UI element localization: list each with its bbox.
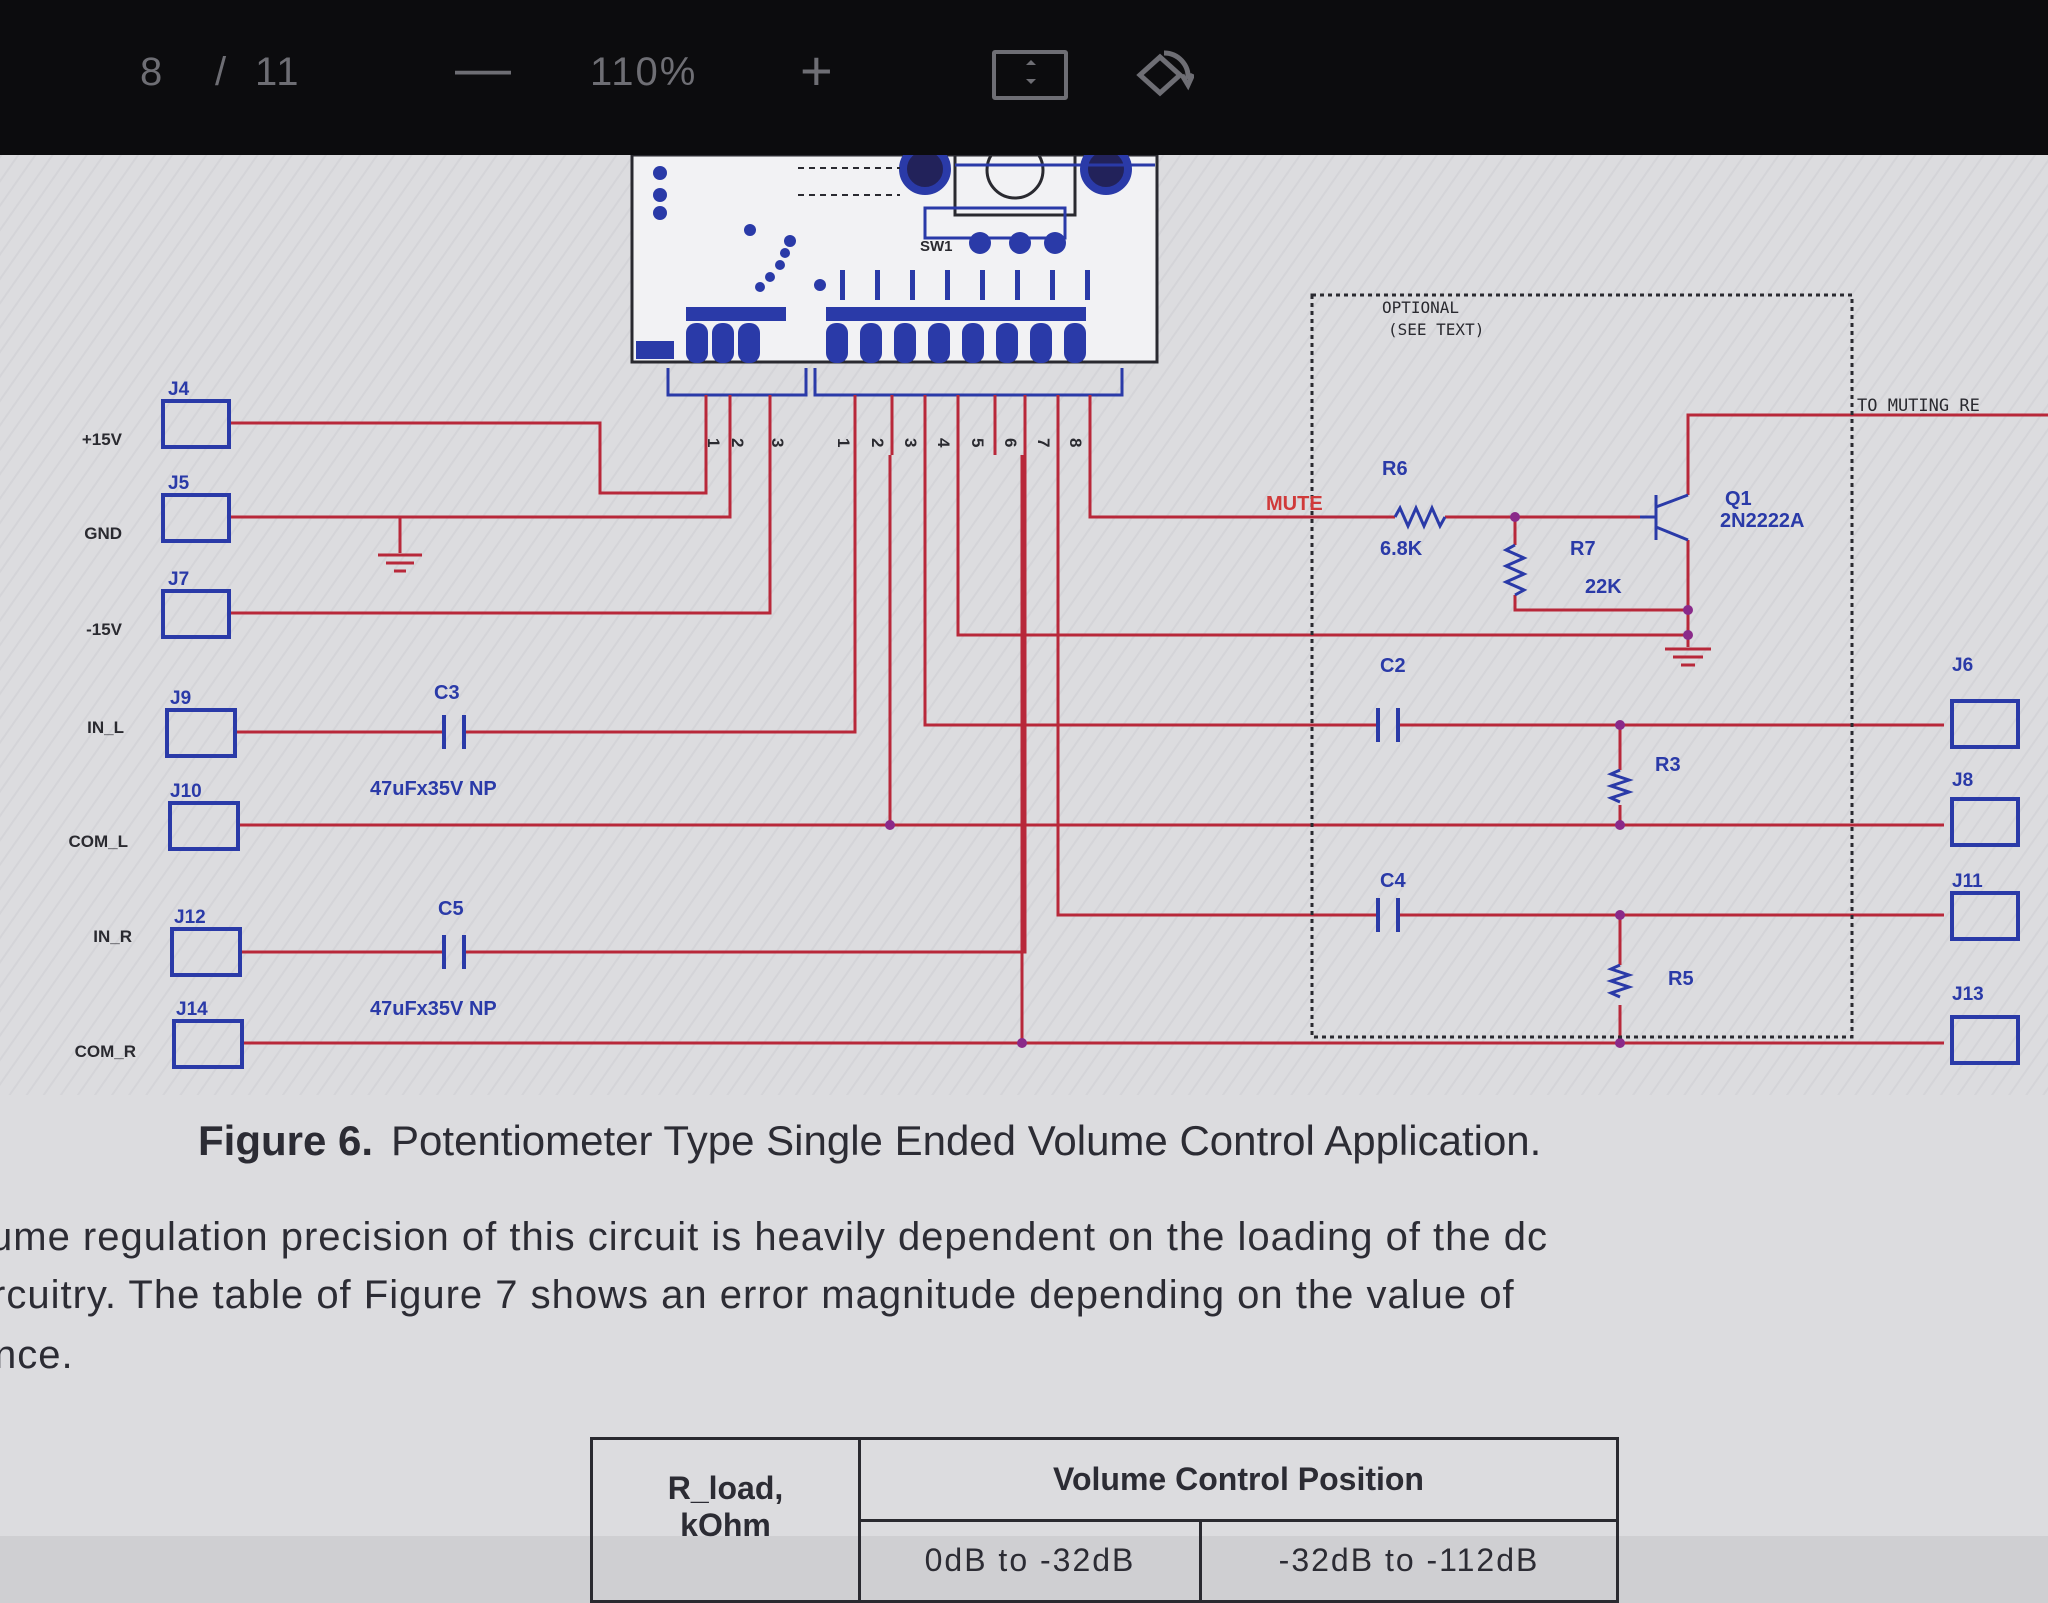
- c3-ref: C3: [434, 682, 460, 704]
- figure-caption: Figure 6. Potentiometer Type Single Ended…: [198, 1117, 1541, 1165]
- body-text-line: rcuitry. The table of Figure 7 shows an …: [0, 1273, 1515, 1317]
- page-separator: /: [215, 50, 229, 94]
- page-number-current[interactable]: 8: [140, 50, 165, 94]
- r7-value: 22K: [1585, 576, 1622, 598]
- r7-ref: R7: [1570, 538, 1596, 560]
- mute-label: MUTE: [1266, 493, 1323, 515]
- pcb-module: SW1: [630, 155, 1159, 364]
- document-page: SW1: [0, 155, 2048, 1603]
- j10-ref: J10: [170, 781, 202, 802]
- error-table: R_load, kOhm Volume Control Position 0dB…: [590, 1437, 1619, 1603]
- net-plus15v: +15V: [82, 430, 123, 449]
- j14-ref: J14: [176, 999, 208, 1020]
- pin-b1: 1: [834, 438, 853, 447]
- j11-ref: J11: [1952, 871, 1983, 892]
- pin-a1: 1: [704, 438, 723, 447]
- figure-label: Figure 6.: [198, 1117, 374, 1164]
- net-com-l: COM_L: [69, 832, 129, 851]
- pin-b6: 6: [1001, 438, 1020, 447]
- to-muting-label: TO MUTING RE: [1857, 396, 1980, 416]
- c3-value: 47uFx35V NP: [370, 778, 497, 800]
- figure-caption-text: Potentiometer Type Single Ended Volume C…: [391, 1117, 1542, 1164]
- rotate-icon[interactable]: [1130, 45, 1194, 105]
- r5-ref: R5: [1668, 968, 1694, 990]
- j13-ref: J13: [1952, 984, 1984, 1005]
- r3-ref: R3: [1655, 754, 1681, 776]
- j9-ref: J9: [170, 688, 191, 709]
- c4-ref: C4: [1380, 870, 1406, 892]
- j6-ref: J6: [1952, 655, 1973, 676]
- zoom-level: 110%: [590, 50, 698, 94]
- rload-header-line1: R_load,: [667, 1470, 784, 1506]
- pin-b5: 5: [968, 438, 987, 447]
- j5-ref: J5: [168, 473, 190, 494]
- sw1-label: SW1: [920, 238, 953, 255]
- page-number-total: 11: [255, 50, 301, 94]
- rload-header: R_load, kOhm: [590, 1437, 861, 1603]
- j12-ref: J12: [174, 907, 206, 928]
- zoom-out-button[interactable]: —: [455, 36, 513, 99]
- pin-b8: 8: [1066, 438, 1085, 447]
- pin-b3: 3: [901, 438, 920, 447]
- net-in-l: IN_L: [87, 718, 124, 737]
- net-in-r: IN_R: [93, 927, 132, 946]
- pin-b4: 4: [934, 438, 953, 448]
- r6-ref: R6: [1382, 458, 1408, 480]
- r6-value: 6.8K: [1380, 538, 1423, 560]
- volume-position-header: Volume Control Position: [858, 1437, 1619, 1522]
- j4-ref: J4: [168, 379, 190, 400]
- j8-ref: J8: [1952, 770, 1973, 791]
- range-header-2: -32dB to -112dB: [1199, 1518, 1619, 1603]
- c5-ref: C5: [438, 898, 464, 920]
- pdf-toolbar: 8 / 11 — 110% +: [0, 0, 2048, 155]
- rload-header-line2: kOhm: [680, 1507, 771, 1543]
- optional-label: OPTIONAL: [1382, 298, 1459, 317]
- range-header-1: 0dB to -32dB: [858, 1518, 1202, 1603]
- c2-ref: C2: [1380, 655, 1406, 677]
- net-com-r: COM_R: [75, 1042, 136, 1061]
- c5-value: 47uFx35V NP: [370, 998, 497, 1020]
- pin-b7: 7: [1034, 438, 1053, 447]
- j7-ref: J7: [168, 569, 189, 590]
- fit-page-icon[interactable]: [992, 50, 1068, 100]
- pin-a2: 2: [728, 438, 747, 447]
- see-text-label: (SEE TEXT): [1388, 320, 1484, 339]
- q1-value: 2N2222A: [1720, 510, 1805, 532]
- body-text-line: ume regulation precision of this circuit…: [0, 1215, 1549, 1259]
- body-text-line: nce.: [0, 1333, 74, 1377]
- schematic-diagram: SW1: [0, 155, 2048, 1095]
- q1-ref: Q1: [1725, 488, 1752, 510]
- zoom-in-button[interactable]: +: [800, 39, 835, 102]
- pin-a3: 3: [768, 438, 787, 447]
- pin-b2: 2: [868, 438, 887, 447]
- net-minus15v: -15V: [86, 620, 123, 639]
- net-gnd: GND: [84, 524, 122, 543]
